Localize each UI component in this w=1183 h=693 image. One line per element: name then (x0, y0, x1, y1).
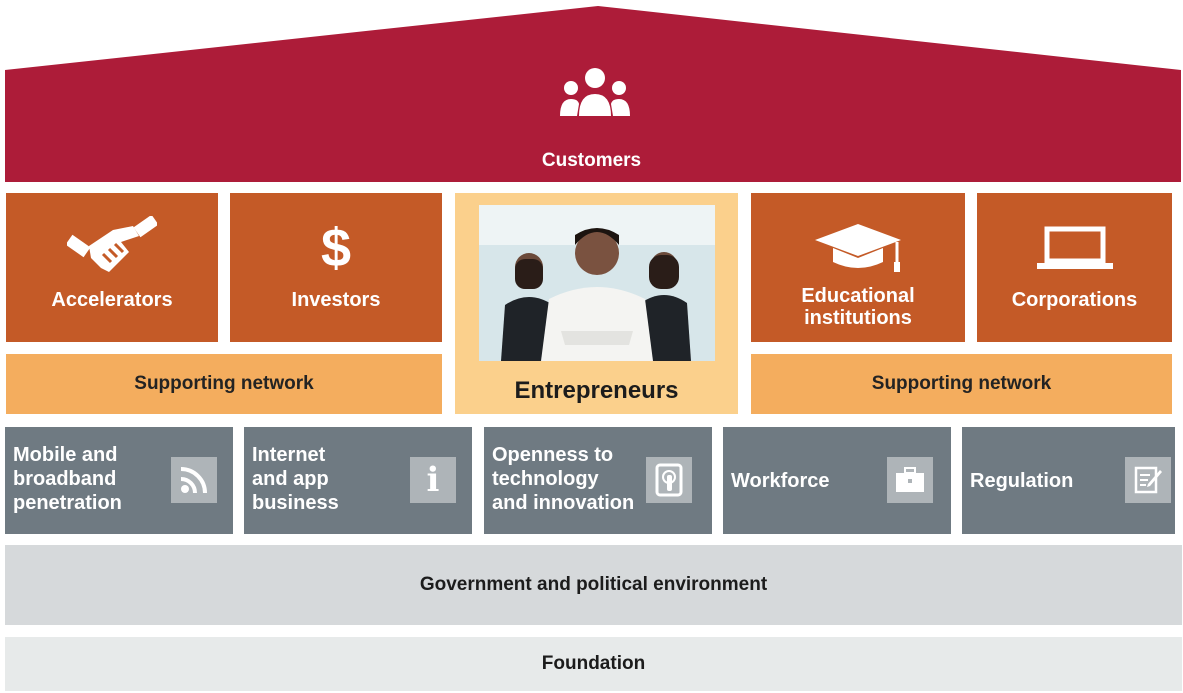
corporations-label: Corporations (1011, 289, 1138, 311)
info-icon: i (410, 457, 456, 503)
factor-label: Mobile and broadband penetration (13, 444, 122, 514)
accelerators-tile: Accelerators (6, 193, 218, 342)
factor-tile-internet: Internet and app business i (244, 427, 472, 534)
factor-label: Regulation (970, 470, 1074, 492)
factor-tile-workforce: Workforce (723, 427, 951, 534)
entrepreneurs-photo (479, 205, 715, 361)
laptop-icon (977, 213, 1172, 283)
rss-icon (171, 457, 217, 503)
roof-shape (5, 6, 1181, 182)
graduation-cap-icon (751, 213, 965, 283)
handshake-icon (6, 213, 218, 283)
supporting-network-left: Supporting network (6, 354, 442, 414)
people-group-icon (555, 66, 635, 122)
entrepreneurs-label: Entrepreneurs (514, 377, 679, 404)
factor-label: Openness to technology and innovation (492, 444, 635, 514)
entrepreneurs-panel: Entrepreneurs (455, 193, 738, 414)
dollar-icon: $ (320, 218, 352, 278)
edit-document-icon (1125, 457, 1171, 503)
touch-tablet-icon (646, 457, 692, 503)
factor-label: Internet and app business (252, 444, 339, 514)
supporting-network-right: Supporting network (751, 354, 1172, 414)
briefcase-icon (887, 457, 933, 503)
accelerators-label: Accelerators (51, 289, 173, 311)
factor-tile-mobile: Mobile and broadband penetration (5, 427, 233, 534)
factor-tile-openness: Openness to technology and innovation (484, 427, 712, 534)
factor-label: Workforce (731, 470, 830, 492)
customers-label: Customers (541, 150, 642, 171)
factor-tile-regulation: Regulation (962, 427, 1175, 534)
educational-institutions-label: Educational institutions (801, 285, 915, 329)
foundation-band: Foundation (5, 637, 1182, 691)
educational-institutions-tile: Educational institutions (751, 193, 965, 342)
corporations-tile: Corporations (977, 193, 1172, 342)
government-band: Government and political environment (5, 545, 1182, 625)
investors-label: Investors (291, 289, 381, 311)
investors-tile: $ Investors (230, 193, 442, 342)
